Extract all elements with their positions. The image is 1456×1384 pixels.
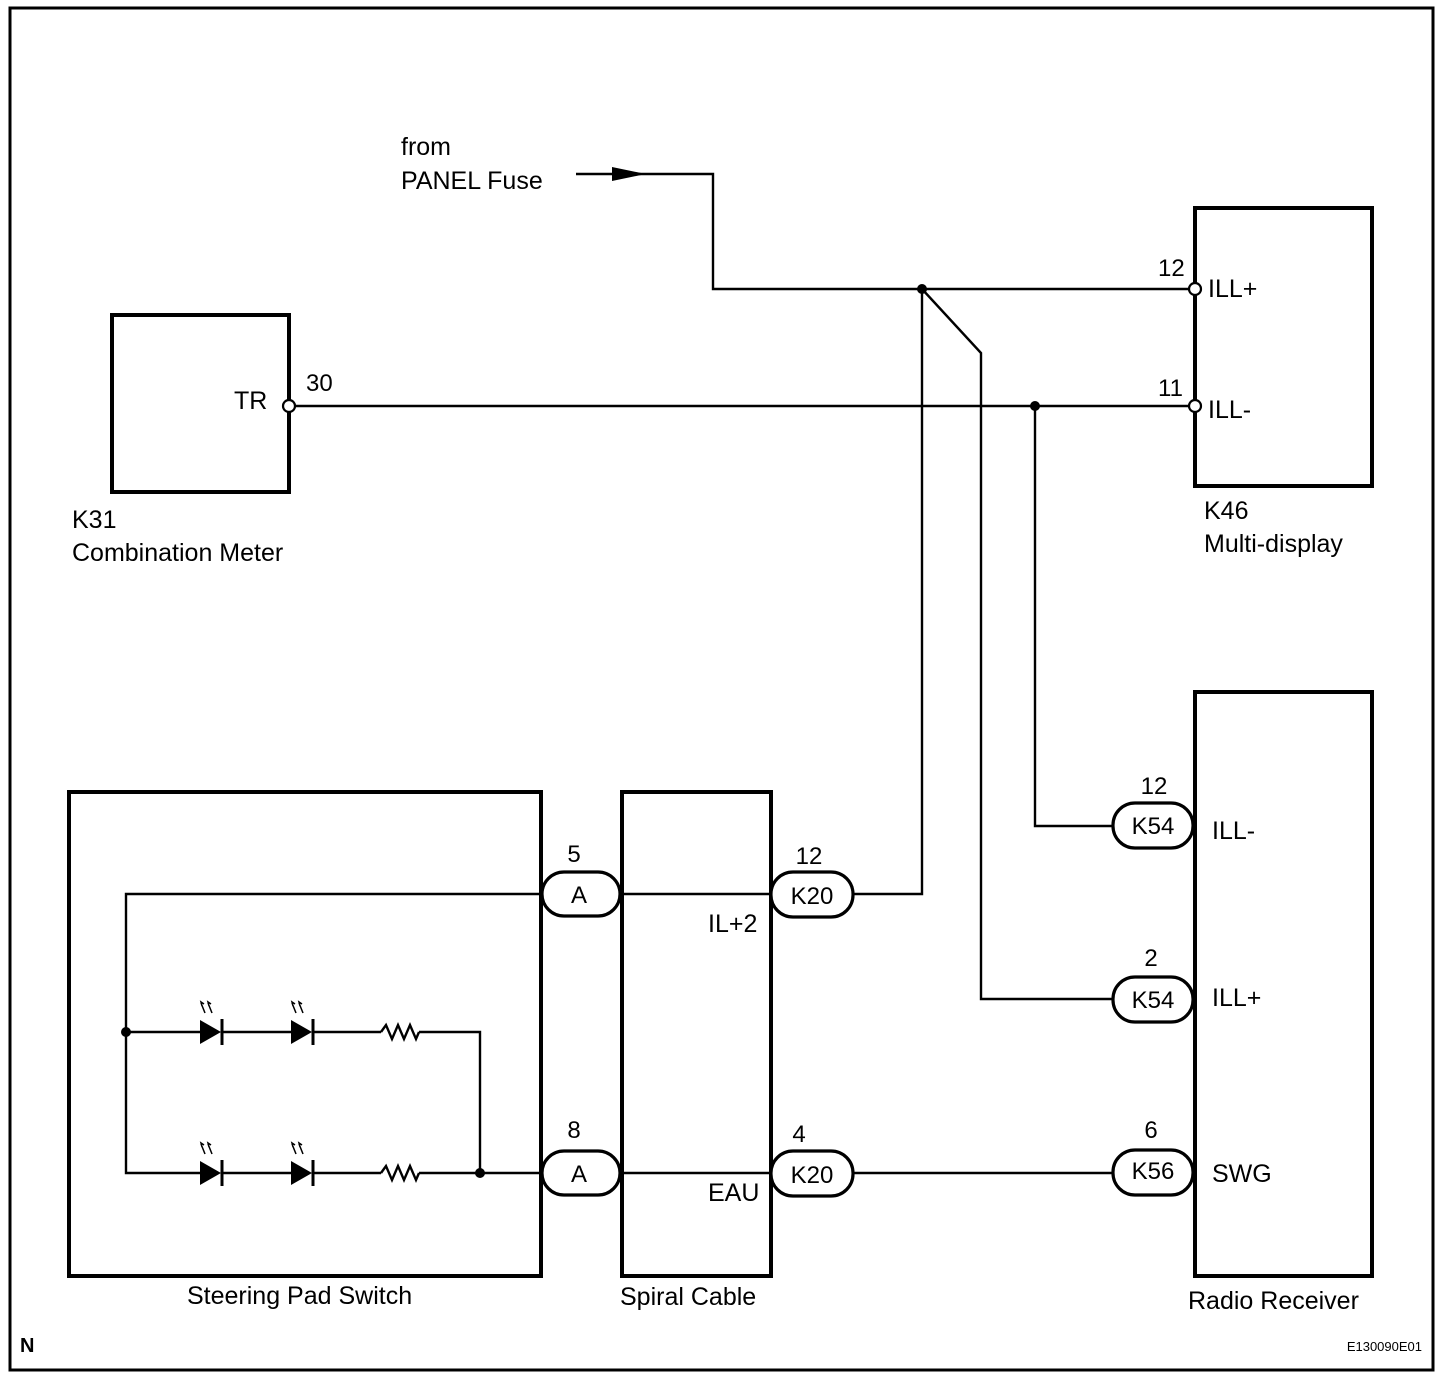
junction-dot-ill-plus bbox=[917, 284, 927, 294]
figure-id: E130090E01 bbox=[1347, 1339, 1422, 1354]
combination-meter-name: Combination Meter bbox=[72, 539, 283, 567]
source-label-line2: PANEL Fuse bbox=[401, 167, 543, 195]
resistor-lower bbox=[380, 1162, 421, 1184]
corner-mark: N bbox=[20, 1335, 34, 1357]
multi-display-box bbox=[1193, 206, 1374, 488]
panel-fuse-arrow bbox=[612, 167, 646, 181]
spiral-cable-box bbox=[620, 790, 773, 1278]
junction-dot-ill-minus bbox=[1030, 401, 1040, 411]
radio-pin-label-swg: SWG bbox=[1212, 1160, 1272, 1188]
terminal-ill-minus bbox=[1187, 398, 1203, 414]
ill-plus-to-spiral-wire bbox=[851, 289, 924, 896]
diagram-frame bbox=[8, 6, 1435, 1372]
radio-pin-label-ill-minus: ILL- bbox=[1212, 817, 1255, 845]
connector-k20-top-name: K20 bbox=[791, 883, 834, 910]
radio-pin-number-ill-plus: 2 bbox=[1144, 945, 1157, 972]
connector-a-top-pin: 5 bbox=[567, 841, 580, 868]
connector-k20-bottom-pin: 4 bbox=[792, 1121, 805, 1148]
combination-meter-pin-label: TR bbox=[234, 387, 267, 415]
connector-a-top: A 5 bbox=[540, 841, 622, 918]
radio-connector-ill-minus: K54 bbox=[1132, 813, 1175, 840]
multi-display-pin-label-ill-plus: ILL+ bbox=[1208, 275, 1257, 303]
resistor-upper bbox=[380, 1021, 421, 1043]
connector-a-bottom-pin: 8 bbox=[567, 1117, 580, 1144]
radio-pin-label-ill-plus: ILL+ bbox=[1212, 984, 1261, 1012]
connector-k20-bottom: K20 4 bbox=[769, 1121, 855, 1198]
spiral-cable-name: Spiral Cable bbox=[620, 1283, 756, 1311]
connector-a-bottom: A 8 bbox=[540, 1117, 622, 1197]
radio-receiver-box bbox=[1193, 690, 1374, 1278]
combination-meter-code: K31 bbox=[72, 506, 116, 534]
multi-display-pin-label-ill-minus: ILL- bbox=[1208, 396, 1251, 424]
multi-display-pin-number-ill-plus: 12 bbox=[1158, 255, 1185, 282]
connector-k20-top-pin: 12 bbox=[796, 843, 823, 870]
radio-pin-number-ill-minus: 12 bbox=[1141, 773, 1168, 800]
terminal-tr bbox=[281, 398, 297, 414]
radio-pin-ill-minus: K54 12 ILL- bbox=[1111, 773, 1255, 850]
multi-display-code: K46 bbox=[1204, 497, 1248, 525]
led-lower-1 bbox=[199, 1141, 224, 1186]
radio-pin-swg: K56 6 SWG bbox=[1111, 1117, 1272, 1197]
panel-fuse-wire bbox=[576, 172, 1195, 291]
ill-plus-to-radio-wire bbox=[921, 288, 1112, 1001]
radio-receiver-name: Radio Receiver bbox=[1188, 1287, 1359, 1315]
led-upper-2 bbox=[290, 1000, 315, 1045]
connector-a-top-name: A bbox=[571, 882, 587, 909]
steering-pad-switch-name: Steering Pad Switch bbox=[187, 1282, 412, 1310]
radio-pin-ill-plus: K54 2 ILL+ bbox=[1111, 945, 1261, 1024]
led-upper-1 bbox=[199, 1000, 224, 1045]
connector-k20-bottom-name: K20 bbox=[791, 1162, 834, 1189]
spiral-cable-label-eau: EAU bbox=[708, 1179, 759, 1207]
connector-a-bottom-name: A bbox=[571, 1161, 587, 1188]
spiral-cable-label-il2: IL+2 bbox=[708, 910, 757, 938]
source-label-line1: from bbox=[401, 133, 451, 161]
steering-pad-circuit bbox=[121, 892, 541, 1178]
combination-meter-pin-number: 30 bbox=[306, 370, 333, 397]
connector-k20-top: K20 12 bbox=[769, 843, 855, 919]
led-lower-2 bbox=[290, 1141, 315, 1186]
radio-connector-swg: K56 bbox=[1132, 1158, 1175, 1185]
radio-connector-ill-plus: K54 bbox=[1132, 987, 1175, 1014]
steering-pad-switch-box bbox=[67, 790, 543, 1278]
multi-display-name: Multi-display bbox=[1204, 530, 1343, 558]
ill-minus-to-radio-wire bbox=[1033, 406, 1112, 828]
terminal-ill-plus bbox=[1187, 281, 1203, 297]
radio-pin-number-swg: 6 bbox=[1144, 1117, 1157, 1144]
multi-display-pin-number-ill-minus: 11 bbox=[1158, 375, 1183, 402]
